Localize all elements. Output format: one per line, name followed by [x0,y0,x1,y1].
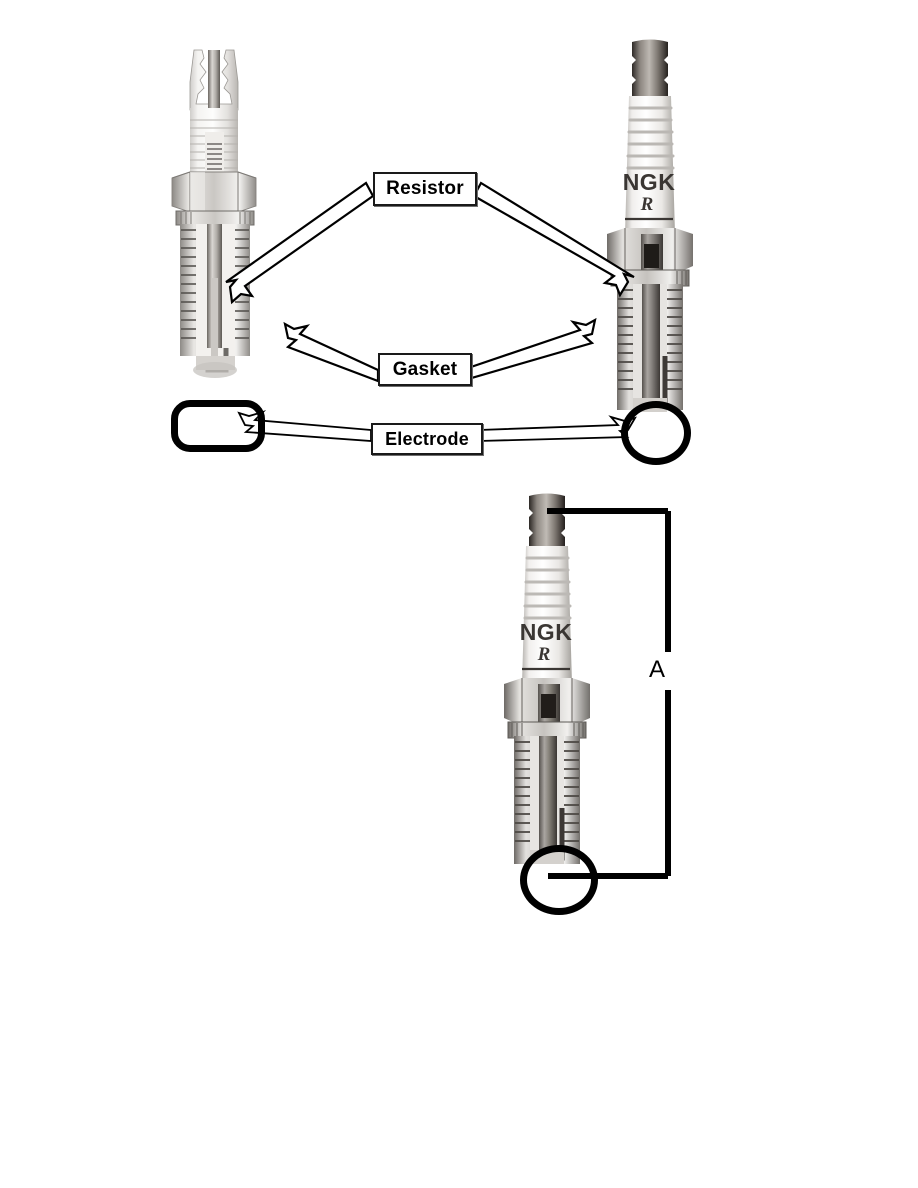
callout-label-gasket[interactable]: Gasket [378,353,472,386]
dimension-label-a: A [646,658,669,682]
leader-gasket-right [466,317,597,381]
terminal-nut-top [632,39,668,101]
cutaway-glass-seal [207,140,222,180]
insulator-ribs-top [626,106,675,170]
gasket-bottom [507,721,587,739]
resistor-band-top [644,244,659,268]
center-electrode-top [642,284,660,400]
brand-text-r-bottom: R [537,644,551,665]
cutaway-hex-nut [171,171,257,213]
exterior-spark-plug-image-bottom: NGK R [484,492,614,892]
threads-bottom [515,741,579,842]
left-electrode-highlight-oval [171,400,265,452]
gasket-knurl-bottom [511,723,584,737]
brand-text-ngk-top: NGK [623,169,676,195]
threads-top [618,289,682,390]
brand-text-ngk-bottom: NGK [520,619,573,645]
terminal-nut-bottom [529,493,565,553]
cutaway-terminal-ceramic [189,49,239,111]
resistor-band-bottom [541,694,556,718]
center-electrode-bottom [539,736,557,854]
exterior-spark-plug-image-top: NGK R [585,38,715,450]
bottom-electrode-highlight-circle [520,845,598,915]
cutaway-gasket [175,210,255,226]
leader-gasket-left [283,321,380,383]
callout-label-resistor[interactable]: Resistor [373,172,477,206]
callout-label-electrode[interactable]: Electrode [371,423,483,455]
brand-text-r-top: R [640,194,654,215]
cutaway-spark-plug-image [150,48,280,448]
insulator-ribs-bottom [523,556,572,620]
right-electrode-highlight-circle [621,401,691,465]
